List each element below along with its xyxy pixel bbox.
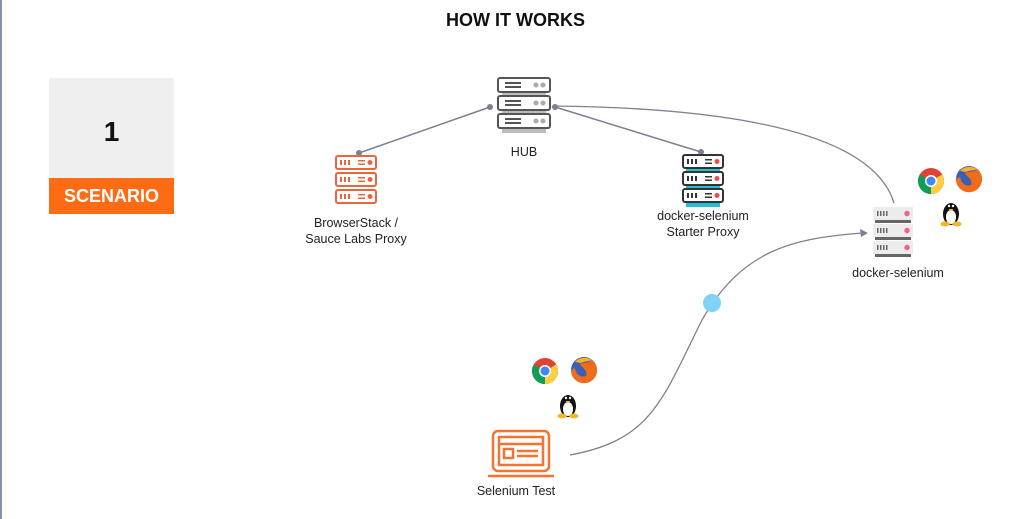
browserstack-label: BrowserStack / Sauce Labs Proxy: [291, 215, 421, 247]
linux-tux-icon: [557, 395, 579, 419]
edge-endpoint-dot: [356, 150, 362, 156]
edge-endpoint-dot: [487, 104, 493, 110]
edge-hub-browserstack: [358, 106, 491, 154]
browserstack-label-line1: BrowserStack /: [313, 216, 399, 230]
browserstack-label-line2: Sauce Labs Proxy: [305, 232, 407, 246]
starter-proxy-label: docker-selenium Starter Proxy: [638, 208, 768, 240]
edge-endpoint-dot: [552, 104, 558, 110]
edge-hub-docker-selenium: [554, 105, 895, 204]
edge-endpoint-dot: [698, 149, 704, 155]
scenario-label: SCENARIO: [49, 178, 174, 214]
hub-label: HUB: [510, 145, 538, 159]
edge-hub-starter-proxy: [554, 106, 702, 153]
firefox-icon: [955, 166, 982, 193]
firefox-icon: [570, 357, 597, 384]
hub-server-icon: [497, 77, 551, 133]
chrome-icon: [531, 358, 559, 385]
starter-proxy-server-icon: [682, 154, 724, 207]
page-title: HOW IT WORKS: [446, 10, 585, 30]
docker-selenium-server-icon: [873, 207, 913, 257]
edge-test-docker-selenium: [569, 232, 865, 456]
browserstack-server-icon: [335, 155, 377, 204]
chrome-icon: [917, 168, 945, 195]
arrowhead: [860, 229, 868, 237]
scenario-number: 1: [103, 116, 120, 147]
starter-proxy-label-line2: Starter Proxy: [666, 225, 740, 239]
laptop-icon: [488, 429, 554, 478]
docker-selenium-label: docker-selenium: [852, 266, 944, 280]
starter-proxy-label-line1: docker-selenium: [657, 209, 749, 223]
scenario-card: 1 SCENARIO: [49, 78, 174, 214]
selenium-test-label: Selenium Test: [476, 484, 556, 498]
pointer-dot: [703, 294, 721, 312]
linux-tux-icon: [940, 203, 962, 227]
